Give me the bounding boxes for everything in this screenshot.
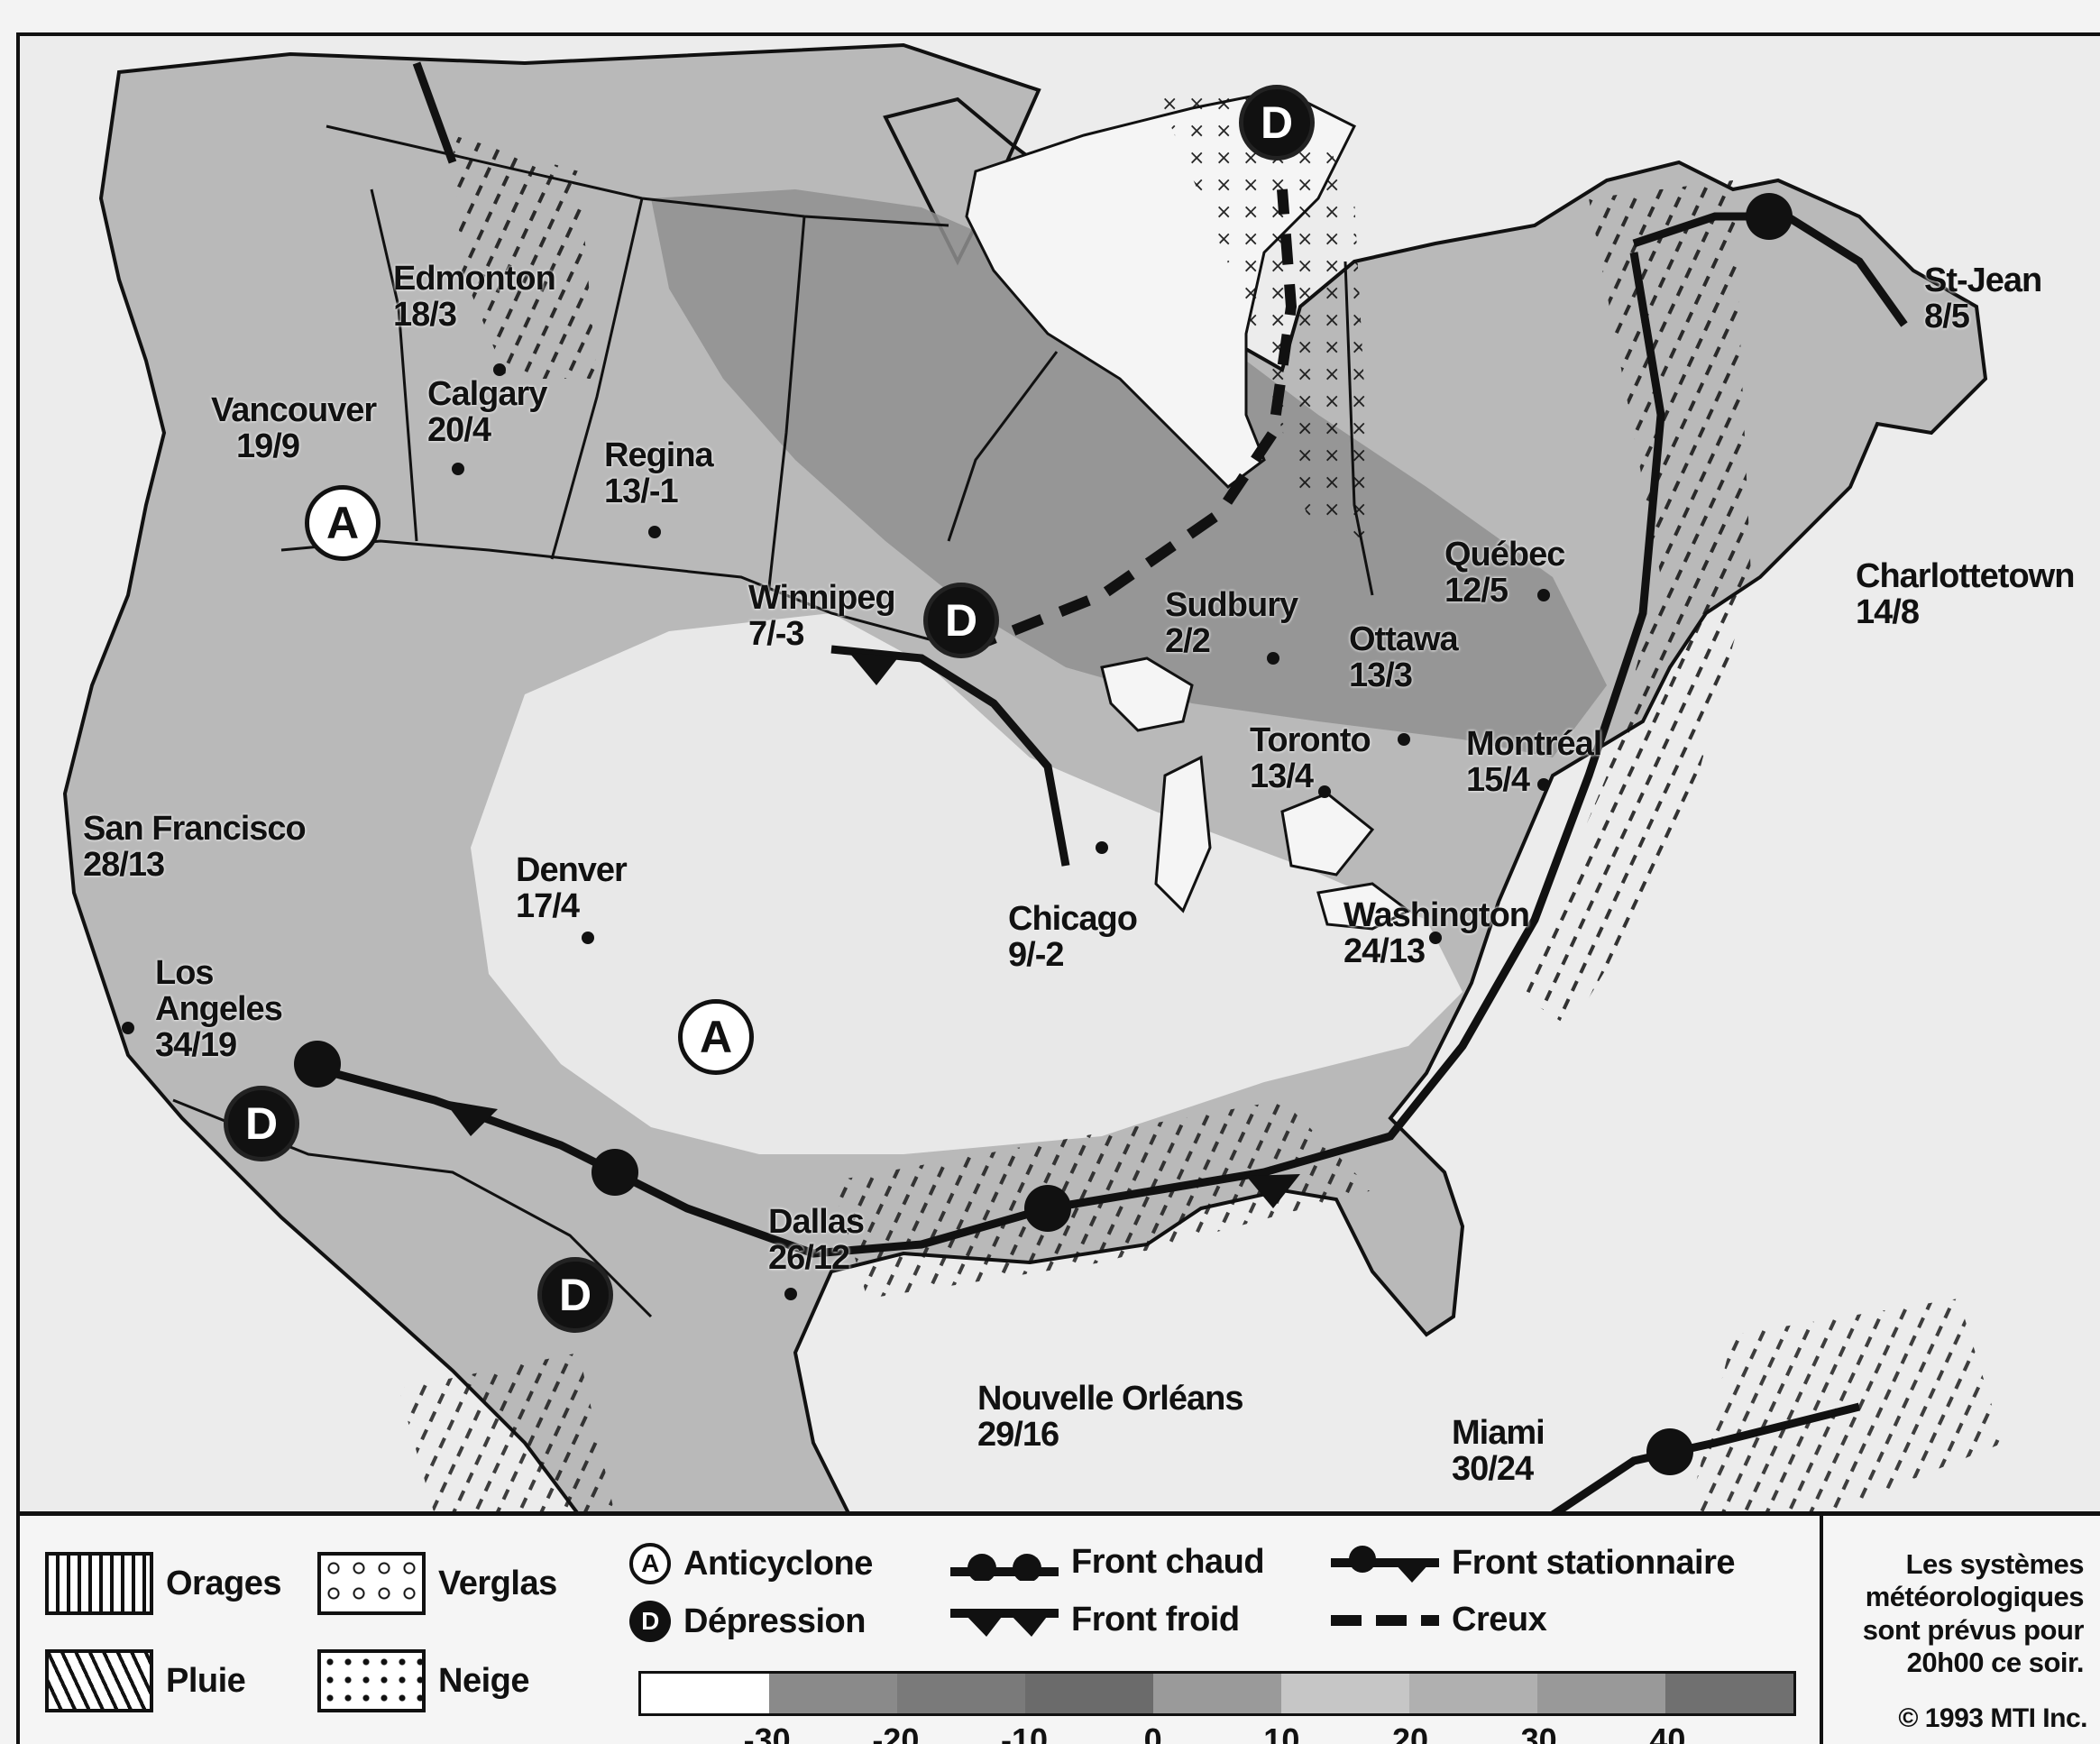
anticyclone-marker: A (678, 999, 754, 1075)
storm-swatch (45, 1552, 153, 1615)
city-dots (122, 363, 1550, 1300)
trough (964, 188, 1298, 655)
legend-anticyclone: A Anticyclone (629, 1543, 873, 1584)
scale-tick-label: -20 (872, 1721, 920, 1744)
scale-tick-label: -10 (1000, 1721, 1049, 1744)
scale-tick-label: 40 (1649, 1721, 1686, 1744)
legend-front-froid: Front froid (950, 1601, 1240, 1639)
legend-creux: Creux (1331, 1601, 1547, 1639)
legend-front-stationnaire: Front stationnaire (1331, 1543, 1736, 1583)
scale-segment (1153, 1674, 1281, 1713)
legend-pluie: Pluie (45, 1649, 246, 1712)
legend-orages: Orages (45, 1552, 281, 1615)
warm-front-icon (950, 1553, 1059, 1581)
map-legend: Orages Verglas Pluie Neige A Anticyclone… (16, 1511, 2100, 1744)
depression-icon: D (629, 1601, 671, 1642)
forecast-note: Les systèmes météorologiques sont prévus… (1862, 1548, 2085, 1678)
cold-front (830, 645, 1070, 867)
cold-front (412, 61, 457, 164)
stationary-front-icon (1331, 1546, 1439, 1583)
front-symbols (294, 193, 1793, 1475)
depression-marker: D (923, 583, 999, 658)
scale-tick-label: 0 (1143, 1721, 1162, 1744)
note-box: Les systèmes météorologiques sont prévus… (1820, 1516, 2100, 1744)
warm-front (1550, 1402, 1861, 1511)
depression-marker: D (537, 1257, 613, 1333)
cold-temperature-zone (651, 189, 1607, 757)
scale-segment (1409, 1674, 1537, 1713)
rain-swatch (45, 1649, 153, 1712)
scale-segment (1537, 1674, 1665, 1713)
scale-segment (897, 1674, 1025, 1713)
scale-segment (641, 1674, 769, 1713)
temperature-scale (638, 1671, 1796, 1716)
scale-tick-label: 10 (1263, 1721, 1300, 1744)
anticyclone-marker: A (305, 485, 381, 561)
scale-segment (1025, 1674, 1153, 1713)
scale-tick-label: 30 (1520, 1721, 1557, 1744)
copyright: © 1993 MTI Inc. (1898, 1703, 2087, 1733)
snow-swatch (317, 1649, 426, 1712)
map-canvas: × (20, 36, 2100, 1511)
scale-segment (1665, 1674, 1793, 1713)
scale-tick-label: -30 (743, 1721, 791, 1744)
legend-front-chaud: Front chaud (950, 1543, 1265, 1582)
legend-neige: Neige (317, 1649, 529, 1712)
ice-swatch (317, 1552, 426, 1615)
anticyclone-icon: A (629, 1543, 671, 1584)
scale-segment (1281, 1674, 1409, 1713)
weather-map: × (16, 32, 2100, 1511)
legend-verglas: Verglas (317, 1552, 557, 1615)
depression-marker: D (1239, 85, 1315, 161)
cold-front-icon (950, 1608, 1059, 1637)
scale-segment (769, 1674, 897, 1713)
scale-tick-label: 20 (1391, 1721, 1429, 1744)
trough-icon (1331, 1614, 1439, 1626)
depression-marker: D (224, 1086, 299, 1161)
great-lakes (1100, 656, 1411, 931)
legend-depression: D Dépression (629, 1601, 866, 1642)
